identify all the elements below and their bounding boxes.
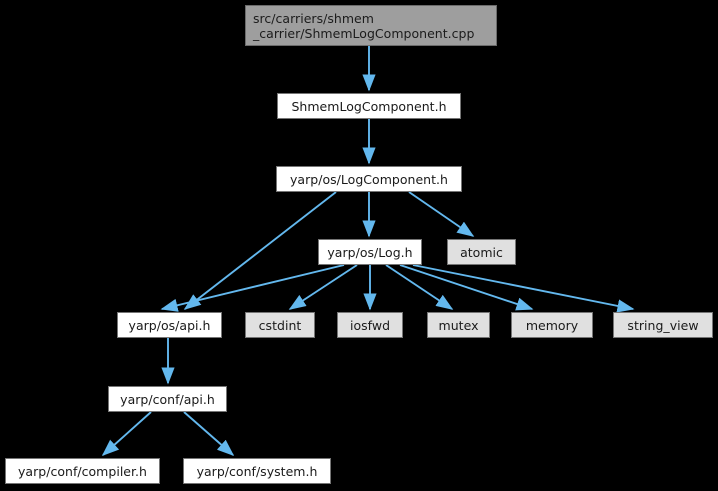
edge-yarp_os_log_h-to-string_view (412, 264, 635, 313)
node-yarp-conf-system-h[interactable]: yarp/conf/system.h (183, 458, 331, 484)
node-cstdint[interactable]: cstdint (245, 312, 315, 338)
node-label-line: yarp/os/LogComponent.h (290, 171, 448, 187)
edge-yarp_conf_api_h-to-yarp_conf_system_h (183, 411, 235, 457)
node-label-line: yarp/conf/system.h (196, 463, 318, 479)
node-string-view[interactable]: string_view (613, 312, 713, 338)
node-iosfwd[interactable]: iosfwd (337, 312, 403, 338)
node-shmemlogcomponent-h[interactable]: ShmemLogComponent.h (277, 93, 461, 119)
node-yarp-conf-api-h[interactable]: yarp/conf/api.h (108, 386, 227, 412)
node-src-carriers-shmem-carrier-shmemlogcomponent-cpp[interactable]: src/carriers/shmem_carrier/ShmemLogCompo… (245, 5, 497, 46)
node-memory[interactable]: memory (511, 312, 593, 338)
node-label-line: cstdint (258, 317, 302, 333)
node-yarp-conf-compiler-h[interactable]: yarp/conf/compiler.h (5, 458, 160, 484)
edge-yarp_os_log_h-to-mutex (385, 264, 454, 310)
edge-yarp_os_logcomponent_h-to-yarp_os_api_h (183, 191, 337, 310)
node-label-line: iosfwd (349, 317, 391, 333)
edge-yarp_os_log_h-to-yarp_os_api_h (160, 264, 345, 312)
node-label-line: memory (525, 317, 579, 333)
edge-yarp_os_log_h-to-cstdint (288, 264, 358, 310)
edge-yarp_os_logcomponent_h-to-atomic (408, 191, 475, 237)
node-yarp-os-log-h[interactable]: yarp/os/Log.h (318, 239, 422, 265)
node-label-line: _carrier/ShmemLogComponent.cpp (253, 25, 475, 41)
node-label-line: yarp/conf/compiler.h (18, 463, 147, 479)
edges-group (101, 46, 635, 457)
node-label-line: ShmemLogComponent.h (291, 98, 447, 114)
node-label-line: src/carriers/shmem (253, 10, 374, 26)
node-label-line: yarp/os/api.h (128, 317, 211, 333)
edge-yarp_os_log_h-to-memory (399, 264, 534, 311)
node-label-line: string_view (627, 317, 699, 333)
node-yarp-os-logcomponent-h[interactable]: yarp/os/LogComponent.h (276, 166, 462, 192)
node-label-line: yarp/os/Log.h (327, 244, 413, 260)
node-mutex[interactable]: mutex (427, 312, 490, 338)
node-label-line: mutex (438, 317, 479, 333)
node-yarp-os-api-h[interactable]: yarp/os/api.h (117, 312, 222, 338)
edge-yarp_conf_api_h-to-yarp_conf_compiler_h (101, 411, 152, 457)
node-label-line: atomic (460, 244, 503, 260)
node-label-line: yarp/conf/api.h (120, 391, 215, 407)
node-atomic[interactable]: atomic (447, 239, 516, 265)
